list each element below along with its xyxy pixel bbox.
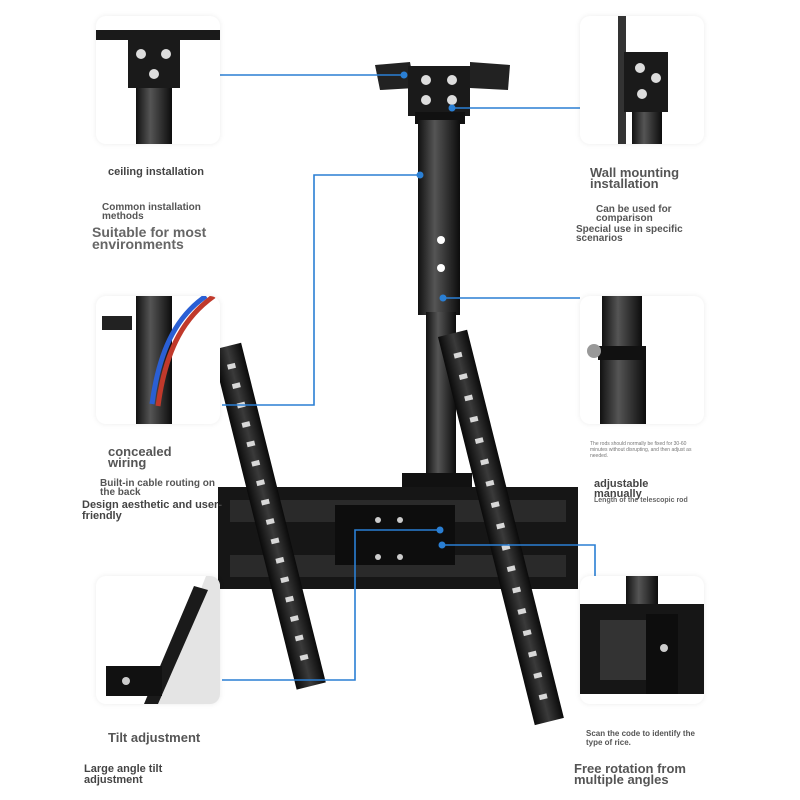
wiring-title: concealed wiring: [108, 444, 172, 470]
left-arm: [212, 342, 326, 690]
wall-thumbnail: [580, 16, 704, 144]
wiring-sub: Built-in cable routing on the back: [100, 478, 215, 498]
rotate-title: Free rotation from multiple angles: [574, 761, 686, 787]
telescopic-pole: [402, 120, 472, 493]
ceiling-sub: Common installation methods: [102, 202, 201, 222]
adjust-thumbnail: [580, 296, 704, 424]
ceiling-title: ceiling installation: [108, 166, 204, 178]
tilt-title: Tilt adjustment: [108, 730, 201, 745]
rotate-thumbnail: [580, 576, 704, 704]
wall-sub2: Special use in specific scenarios: [576, 224, 683, 244]
tilt-sub: Large angle tilt adjustment: [84, 763, 163, 786]
right-arm: [438, 329, 564, 726]
connector-lines: [215, 74, 596, 681]
wall-title: Wall mounting installation: [590, 165, 680, 191]
wiring-thumbnail: [96, 296, 220, 424]
wall-sub: Can be used for comparison: [596, 204, 672, 224]
rotate-sub: Scan the code to identify the type of ri…: [586, 729, 695, 747]
tilt-thumbnail: [96, 576, 220, 704]
adjust-tiny: The rods should normally be fixed for 30…: [590, 441, 692, 459]
ceiling-plate: [375, 62, 510, 124]
ceiling-thumbnail: [96, 16, 220, 144]
wiring-sub2: Design aesthetic and user-friendly: [82, 499, 222, 522]
adjust-sub: Length of the telescopic rod: [594, 497, 688, 504]
ceiling-big: Suitable for most environments: [92, 224, 207, 252]
adjust-title: adjustable manually: [594, 478, 649, 500]
